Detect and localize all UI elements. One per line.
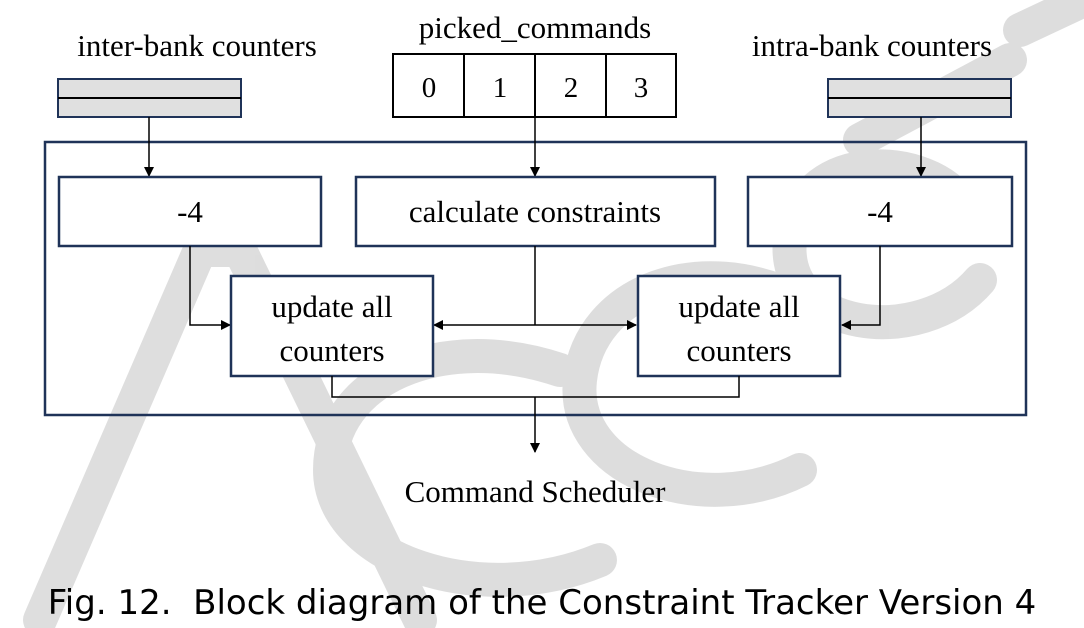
intra-bank-register: [827, 78, 1012, 118]
right-update-block: [636, 274, 842, 378]
picked-command-cell-1: 1: [493, 72, 508, 104]
left-decrement-block: [57, 175, 323, 248]
right-update-label-line-2: counters: [686, 333, 791, 368]
picked-command-cell-2: 2: [564, 72, 579, 104]
inter-bank-label: inter-bank counters: [77, 28, 317, 63]
right-decrement-to-update-arrow: [841, 246, 881, 330]
intra-bank-label: intra-bank counters: [752, 28, 992, 63]
figure-caption: Fig. 12. Block diagram of the Constraint…: [48, 583, 1037, 623]
left-decrement-label: -4: [177, 194, 203, 229]
command-scheduler-label: Command Scheduler: [405, 474, 667, 509]
left-update-label-line-1: update all: [271, 289, 392, 324]
picked-command-cell-3: 3: [634, 72, 649, 104]
calculate-constraints-label: calculate constraints: [409, 194, 661, 229]
right-decrement-block: [746, 175, 1014, 248]
picked-command-cell-0: 0: [422, 72, 437, 104]
left-update-label-line-2: counters: [279, 333, 384, 368]
calculate-constraints-block: [354, 175, 717, 248]
picked-commands-label: picked_commands: [419, 10, 651, 45]
right-update-label-line-1: update all: [678, 289, 799, 324]
right-decrement-label: -4: [867, 194, 893, 229]
left-decrement-to-update-arrow: [189, 246, 231, 330]
inter-bank-register: [57, 78, 242, 118]
picked-commands-register: 0 1 2 3: [392, 53, 677, 118]
